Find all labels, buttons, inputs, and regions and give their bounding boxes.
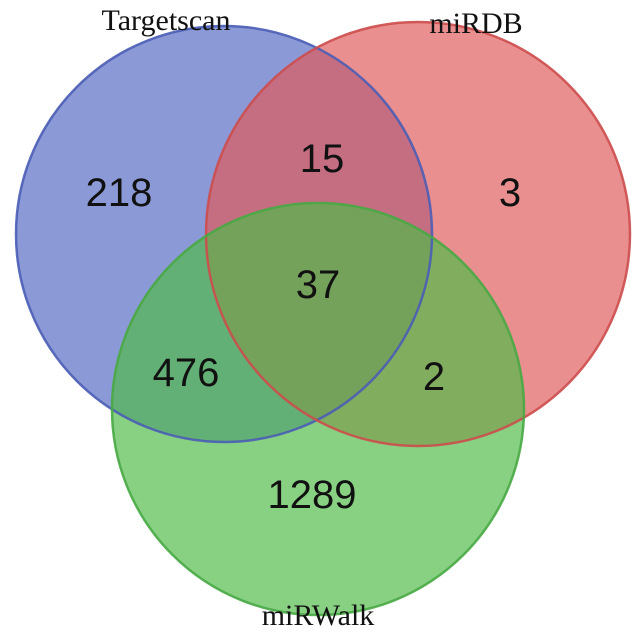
count-mirdb-mirwalk: 2 (423, 355, 445, 399)
set-outline-mirwalk (110, 201, 526, 617)
set-outline-targetscan (14, 24, 434, 444)
count-mirwalk-only: 1289 (268, 473, 357, 517)
set-label-mirwalk: miRWalk (262, 599, 375, 632)
set-circle-mirwalk (112, 203, 524, 615)
set-label-targetscan: Targetscan (102, 4, 231, 37)
set-label-mirdb: miRDB (429, 7, 522, 40)
count-mirdb-only: 3 (499, 171, 521, 215)
set-outline-mirdb (204, 20, 632, 448)
count-targetscan-mirdb: 15 (300, 137, 345, 181)
count-targetscan-mirwalk: 476 (153, 351, 220, 395)
count-targetscan-only: 218 (86, 171, 153, 215)
count-all-three: 37 (296, 263, 341, 307)
